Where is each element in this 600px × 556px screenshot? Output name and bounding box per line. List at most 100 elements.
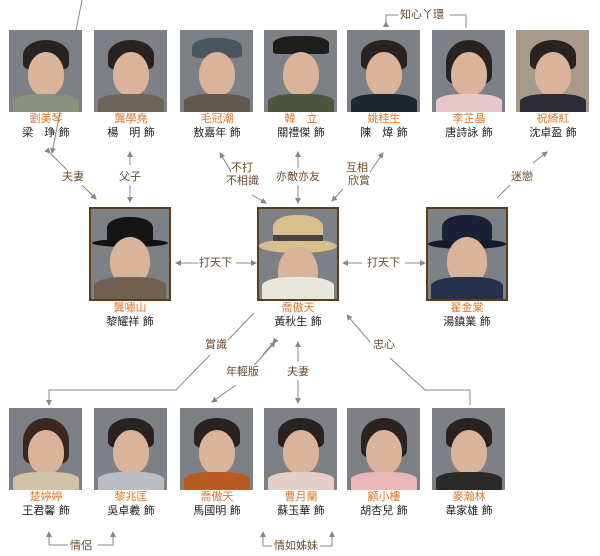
relation-label-confidant-maid: 知心丫環 [400, 8, 444, 21]
role-name: 楚婷婷 [29, 490, 63, 503]
body-shape [435, 472, 502, 490]
character-photo [94, 408, 167, 490]
actor-name: 胡杏兒 飾 [360, 504, 408, 517]
character-photo [516, 30, 589, 112]
uniform-shape [267, 94, 334, 112]
relation-label-father-son: 父子 [119, 170, 141, 183]
actor-name: 吳卓羲 飾 [107, 504, 155, 517]
character-photo [180, 408, 253, 490]
character-card-han-li[interactable]: 韓 立 關禮傑 飾 [264, 30, 338, 140]
actor-name: 韋家雄 飾 [445, 504, 493, 517]
relation-label-conquer-left: 打天下 [199, 256, 232, 269]
character-card-zhu-qihong[interactable]: 祝綺紅 沈卓盈 飾 [516, 30, 590, 140]
character-card-qiao-aotian-young[interactable]: 喬傲天 馬國明 飾 [180, 408, 254, 518]
role-name: 祝綺紅 [536, 112, 570, 125]
face-shape [198, 430, 235, 474]
face-shape [27, 430, 64, 474]
fedora-hat-shape [442, 215, 492, 241]
relation-label-not-acquainted-2: 不相識 [226, 174, 259, 187]
character-card-li-zhijing[interactable]: 李芷晶 唐詩詠 飾 [432, 30, 506, 140]
relation-label-frenemy: 亦敵亦友 [276, 170, 320, 183]
character-photo [264, 30, 337, 112]
actor-name: 楊 明 飾 [107, 126, 155, 139]
role-name: 毛冠潮 [200, 112, 234, 125]
body-shape [350, 94, 417, 112]
character-photo [257, 207, 339, 301]
character-card-qiao-aotian-main[interactable]: 喬傲天 黃秋生 飾 [257, 207, 339, 329]
actor-name: 關禮傑 飾 [277, 126, 325, 139]
actor-name: 湯鎮業 飾 [443, 315, 491, 328]
relation-label-mutual-1: 互相 [346, 161, 368, 174]
face-shape [112, 430, 149, 474]
character-card-liu-meiqin[interactable]: 劉美琴 梁 琤 飾 [9, 30, 83, 140]
body-shape [519, 94, 586, 112]
character-photo [347, 408, 420, 490]
body-shape [183, 472, 250, 490]
role-name: 麥瀚林 [452, 490, 486, 503]
character-card-cao-yuelan[interactable]: 曹月蘭 蘇玉華 飾 [264, 408, 338, 518]
role-name: 曹月蘭 [284, 490, 318, 503]
character-photo [89, 207, 171, 301]
character-card-yao-guisheng[interactable]: 姚桂生 陳 煒 飾 [347, 30, 421, 140]
character-photo [9, 30, 82, 112]
body-shape [267, 472, 334, 490]
face-shape [450, 430, 487, 474]
face-shape [112, 52, 149, 96]
body-shape [97, 94, 164, 112]
character-card-mao-guanchao[interactable]: 毛冠潮 敖嘉年 飾 [180, 30, 254, 140]
body-shape [183, 94, 250, 112]
character-card-chu-tingting[interactable]: 楚婷婷 王君馨 飾 [9, 408, 83, 518]
role-name: 姚桂生 [367, 112, 401, 125]
body-shape [435, 94, 502, 112]
actor-name: 敖嘉年 飾 [193, 126, 241, 139]
face-shape [27, 52, 64, 96]
face-shape [365, 52, 402, 96]
character-photo [264, 408, 337, 490]
character-photo [9, 408, 82, 490]
role-name: 龔學堯 [114, 112, 148, 125]
character-photo [432, 30, 505, 112]
character-card-gong-xueyao[interactable]: 龔學堯 楊 明 飾 [94, 30, 168, 140]
actor-name: 梁 琤 飾 [22, 126, 70, 139]
face-shape [282, 430, 319, 474]
relation-label-spouse-bottom: 夫妻 [287, 365, 309, 378]
body-shape [262, 277, 334, 299]
actor-name: 黃秋生 飾 [274, 315, 322, 328]
relation-label-like-sisters: 情如姊妹 [274, 539, 318, 552]
relation-label-younger-version: 年輕版 [226, 365, 259, 378]
role-name: 李芷晶 [452, 112, 486, 125]
hat-brim-shape [259, 239, 337, 253]
character-photo [94, 30, 167, 112]
relation-label-infatuation: 迷戀 [511, 170, 533, 183]
face-shape [534, 52, 571, 96]
body-shape [12, 472, 79, 490]
actor-name: 沈卓盈 飾 [529, 126, 577, 139]
actor-name: 唐詩詠 飾 [445, 126, 493, 139]
relation-label-spouse-top: 夫妻 [62, 170, 84, 183]
body-shape [12, 94, 79, 112]
character-photo [432, 408, 505, 490]
character-card-gu-xiaolou[interactable]: 顧小樓 胡杏兒 飾 [347, 408, 421, 518]
character-photo [180, 30, 253, 112]
character-card-zhai-jintang[interactable]: 翟金棠 湯鎮業 飾 [426, 207, 508, 329]
actor-name: 陳 煒 飾 [360, 126, 408, 139]
relation-label-conquer-right: 打天下 [367, 256, 400, 269]
face-shape [450, 52, 487, 96]
role-name: 劉美琴 [29, 112, 63, 125]
body-shape [94, 277, 166, 299]
role-name: 龔嘯山 [113, 301, 147, 314]
role-name: 韓 立 [284, 112, 318, 125]
character-card-mai-hanlin[interactable]: 麥瀚林 韋家雄 飾 [432, 408, 506, 518]
relation-label-mutual-2: 欣賞 [348, 174, 370, 187]
role-name: 翟金棠 [450, 301, 484, 314]
actor-name: 黎耀祥 飾 [106, 315, 154, 328]
relation-label-loyal: 忠心 [373, 338, 395, 351]
role-name: 喬傲天 [281, 301, 315, 314]
role-name: 黎兆匡 [114, 490, 148, 503]
role-name: 喬傲天 [200, 490, 234, 503]
face-shape [365, 430, 402, 474]
character-photo [426, 207, 508, 301]
character-card-li-zhaokuang[interactable]: 黎兆匡 吳卓羲 飾 [94, 408, 168, 518]
character-card-gong-xiaoshan[interactable]: 龔嘯山 黎耀祥 飾 [89, 207, 171, 329]
